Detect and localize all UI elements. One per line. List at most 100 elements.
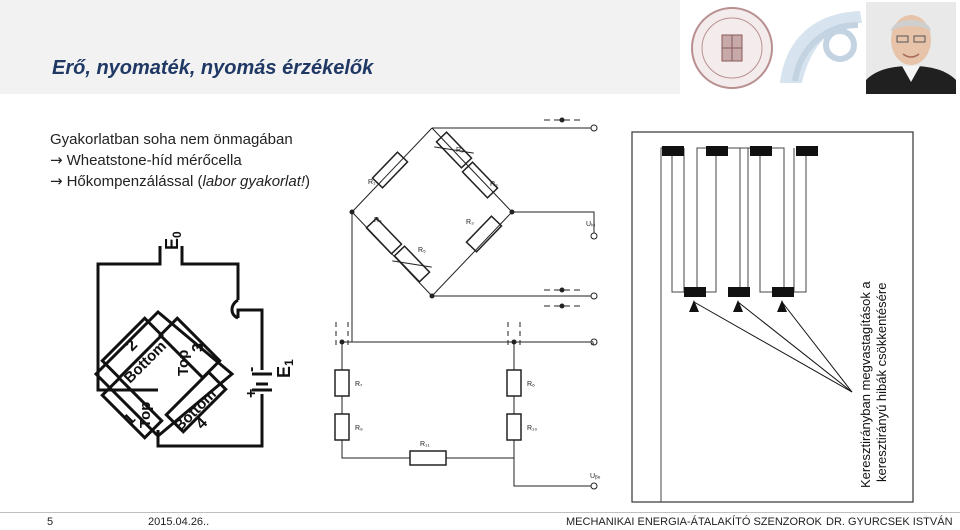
strain-gauge-bridge bbox=[93, 246, 272, 448]
right-down-wire bbox=[512, 211, 595, 236]
r7-r9-wire bbox=[341, 342, 410, 459]
bridge-diamond bbox=[93, 309, 235, 439]
minus-label: - bbox=[243, 367, 260, 372]
resistor-r11 bbox=[409, 450, 447, 466]
thickened-end-top bbox=[750, 146, 772, 156]
arrow-icon: → bbox=[50, 151, 63, 169]
slide-title: Erő, nyomaték, nyomás érzékelők bbox=[52, 57, 374, 79]
gauge-4-side: Bottom bbox=[171, 386, 220, 435]
slide-header: Erő, nyomaték, nyomás érzékelők bbox=[0, 0, 960, 94]
bullet-item: →Hőkompenzálással (labor gyakorlat!) bbox=[50, 171, 310, 192]
thickened-end-top bbox=[706, 146, 728, 156]
footer-author: DR. GYURCSEK ISTVÁN bbox=[826, 516, 953, 528]
bullet-list: Gyakorlatban soha nem önmagában →Wheatst… bbox=[50, 129, 310, 192]
bridge-left-wire bbox=[351, 127, 433, 213]
thickened-end-bottom bbox=[772, 287, 794, 297]
label-r3: R₃ bbox=[490, 181, 498, 188]
caption-line-2: keresztirányú hibák csökkentésére bbox=[874, 283, 889, 482]
label-r6: R₆ bbox=[527, 381, 535, 388]
node-dot bbox=[559, 287, 565, 293]
arrow-head-icon bbox=[777, 300, 787, 312]
node-dot bbox=[429, 293, 435, 299]
r6-r10-wire bbox=[446, 342, 515, 459]
terminal-ube bbox=[590, 482, 598, 490]
gauge-4 bbox=[164, 370, 228, 434]
pointer-line bbox=[737, 301, 853, 393]
resistor-r3b bbox=[465, 215, 503, 253]
label-r2: R₂ bbox=[456, 147, 464, 154]
compensated-wheatstone-bridge bbox=[334, 117, 598, 490]
resistor-r5 bbox=[392, 245, 432, 283]
gauge-1-side: Top bbox=[137, 402, 154, 428]
title-bar: Erő, nyomaték, nyomás érzékelők bbox=[0, 0, 680, 94]
thickened-end-top bbox=[662, 146, 684, 156]
arrow-icon: → bbox=[50, 172, 63, 190]
bullet-item: Gyakorlatban soha nem önmagában bbox=[50, 129, 310, 150]
node-dot bbox=[509, 209, 515, 215]
label-ube: Uᵦₑ bbox=[590, 473, 601, 480]
resistor-r7 bbox=[334, 369, 350, 397]
bullet-text-italic: labor gyakorlat! bbox=[202, 173, 306, 190]
gauge-3-side: Top bbox=[175, 350, 192, 376]
university-logo bbox=[690, 3, 865, 94]
bridge-lower-right bbox=[431, 211, 513, 297]
resistor-r4 bbox=[365, 217, 403, 255]
gauge-2 bbox=[100, 316, 164, 380]
pointer-line bbox=[781, 301, 853, 393]
ube-wire bbox=[513, 458, 594, 487]
resistor-r3 bbox=[461, 161, 499, 199]
label-r11: R₁₁ bbox=[420, 441, 430, 448]
thickened-end-bottom bbox=[684, 287, 706, 297]
resistor-r10 bbox=[506, 413, 522, 441]
resistor-r9 bbox=[334, 413, 350, 441]
caption-line-1: Keresztirányban megvastagítások a bbox=[858, 281, 873, 488]
node-dot bbox=[339, 339, 345, 345]
label-node-a: A bbox=[591, 341, 595, 347]
left-diagram-labels: E0 E1 + - 2 Bottom 3 Top 1 Top 4 Bottom bbox=[121, 231, 296, 435]
label-r5: R₅ bbox=[418, 247, 426, 254]
bullet-item: →Wheatstone-híd mérőcella bbox=[50, 150, 310, 171]
slide-footer: 5 2015.04.26.. MECHANIKAI ENERGIA-ÁTALAK… bbox=[0, 516, 960, 530]
terminal-top bbox=[590, 124, 598, 132]
arrow-head-icon bbox=[733, 300, 743, 312]
gauge-1 bbox=[100, 376, 164, 440]
label-r7: R₇ bbox=[355, 381, 363, 388]
portrait-image bbox=[866, 2, 956, 94]
label-r10: R₁₀ bbox=[527, 425, 537, 432]
footer-divider bbox=[0, 512, 960, 513]
grid-frame bbox=[631, 131, 914, 503]
label-r9: R₉ bbox=[355, 425, 363, 432]
wire-crossing bbox=[230, 298, 239, 320]
middle-diagram-labels: R₁ R₂ R₃ R₄ R₅ R₃ R₇ R₉ R₆ R₁₀ R₁₁ Uₖᵢ U… bbox=[355, 147, 601, 480]
bridge-right-wire bbox=[431, 127, 513, 213]
resistor-r2 bbox=[434, 131, 474, 169]
e1-label: E1 bbox=[274, 359, 296, 378]
bullet-text: Hőkompenzálással ( bbox=[66, 173, 203, 190]
label-r4: R₄ bbox=[374, 217, 382, 224]
gauge-grid-diagram bbox=[631, 131, 914, 503]
gauge-3-num: 3 bbox=[190, 343, 207, 352]
e0-label: E0 bbox=[162, 231, 184, 250]
bullet-text: Wheatstone-híd mérőcella bbox=[66, 152, 242, 169]
resistor-r6 bbox=[506, 369, 522, 397]
thickened-end-bottom bbox=[728, 287, 750, 297]
terminal-uki-top bbox=[590, 232, 598, 240]
e0-wire-right bbox=[180, 246, 240, 300]
node-dot bbox=[349, 209, 355, 215]
e1-wire-bottom bbox=[156, 394, 264, 448]
node-dot bbox=[511, 339, 517, 345]
node-dot bbox=[559, 303, 565, 309]
thickened-end-top bbox=[796, 146, 818, 156]
footer-course: MECHANIKAI ENERGIA-ÁTALAKÍTÓ SZENZOROK bbox=[566, 516, 822, 528]
footer-date: 2015.04.26.. bbox=[148, 516, 210, 528]
plus-label: + bbox=[243, 389, 260, 398]
arrow-head-icon bbox=[689, 300, 699, 312]
label-r1: R₁ bbox=[368, 179, 376, 186]
bullet-text: ) bbox=[305, 173, 311, 190]
right-diagram-caption: Keresztirányban megvastagítások a keresz… bbox=[858, 281, 889, 488]
e1-wire-top bbox=[236, 308, 264, 370]
terminal-uki-bottom bbox=[590, 292, 598, 300]
resistor-r1 bbox=[371, 151, 409, 189]
grid-pattern-line-inner bbox=[683, 147, 795, 293]
